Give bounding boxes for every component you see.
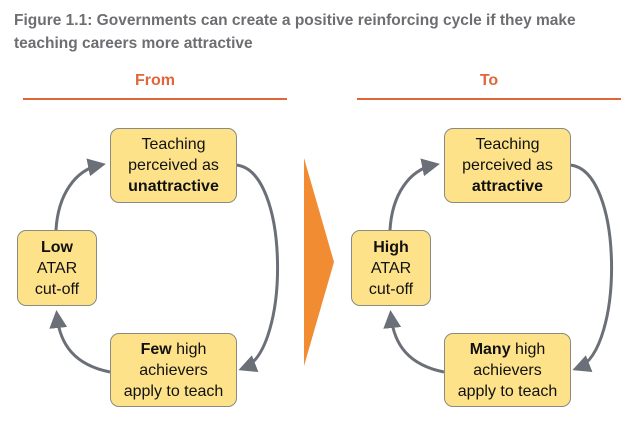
from-header: From	[135, 72, 175, 89]
box-text: Teaching	[475, 136, 540, 153]
figure-title: Figure 1.1: Governments can create a pos…	[14, 12, 576, 52]
box-text: perceived as	[128, 157, 219, 174]
box-bold-text: Many	[469, 340, 511, 358]
box-bold-text: unattractive	[128, 178, 219, 195]
box-text: apply to teach	[123, 382, 224, 400]
to-top-box: Teaching perceived as attractive	[444, 128, 571, 203]
transition-arrow	[304, 158, 334, 366]
box-text: perceived as	[462, 157, 553, 174]
to-header: To	[479, 72, 499, 89]
from-left-box: Low ATAR cut-off	[17, 230, 97, 306]
cycle-arrow	[388, 158, 440, 231]
to-divider	[357, 98, 621, 100]
cycle-arrow	[383, 310, 445, 374]
box-text: apply to teach	[457, 382, 558, 400]
cycle-arrow	[49, 310, 111, 374]
box-text: achievers	[473, 361, 542, 379]
box-bold-text: Few	[140, 340, 172, 358]
box-bold-text: Low	[41, 238, 73, 256]
to-left-box: High ATAR cut-off	[351, 230, 431, 306]
cycle-arrow	[235, 163, 280, 372]
to-bottom-box: Many high achievers apply to teach	[444, 333, 571, 407]
from-bottom-box: Few high achievers apply to teach	[110, 333, 237, 407]
to-cycle	[383, 158, 614, 374]
box-text: achievers	[139, 361, 208, 379]
cycle-arrow	[54, 158, 106, 231]
box-bold-text: High	[373, 238, 409, 256]
box-text: high	[510, 340, 546, 358]
from-cycle	[49, 158, 280, 374]
box-text: Few high	[141, 339, 207, 360]
box-bold-text: attractive	[471, 178, 544, 195]
box-text: ATAR	[370, 259, 412, 277]
box-text: ATAR	[36, 259, 78, 277]
box-text: cut-off	[368, 280, 414, 298]
cycle-arrow	[569, 163, 614, 372]
box-text: Many high	[470, 339, 546, 360]
box-text: Teaching	[141, 136, 206, 153]
box-text: cut-off	[34, 280, 80, 298]
box-text: high	[171, 340, 207, 358]
from-divider	[23, 98, 287, 100]
from-top-box: Teaching perceived as unattractive	[110, 128, 237, 203]
